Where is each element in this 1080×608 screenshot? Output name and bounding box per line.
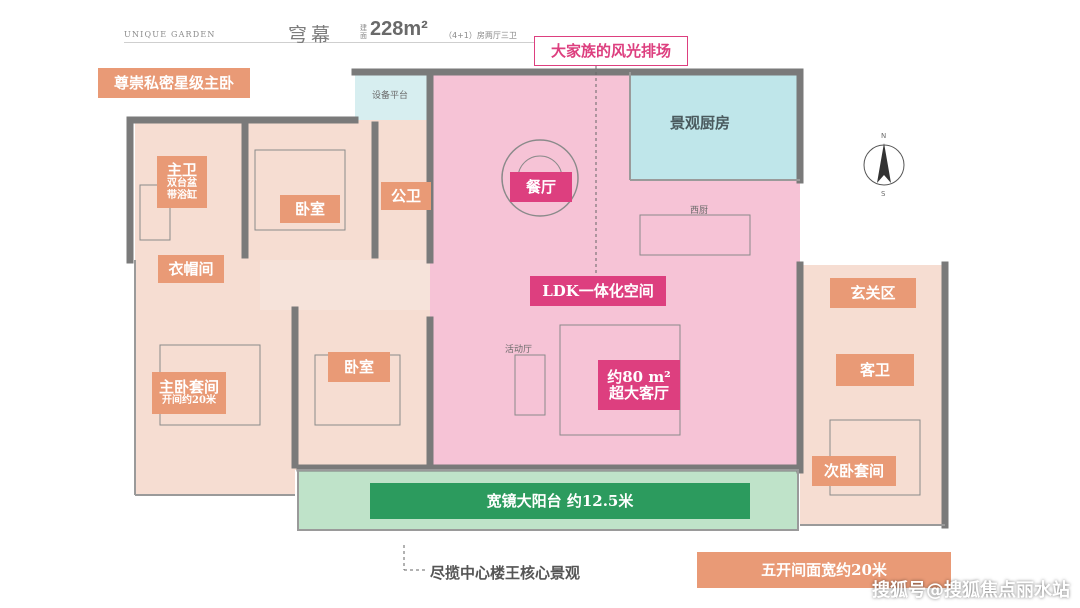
compass-south: S [881,190,886,198]
ldk-tag: LDK一体化空间 [530,276,666,306]
master-bath-sub2: 带浴缸 [167,190,197,201]
wardrobe-tag: 衣帽间 [158,255,224,283]
view-kitchen-tag: 景观厨房 [658,108,742,138]
foyer-tag: 玄关区 [830,278,916,308]
master-suite-tag: 主卧套间 开间约20米 [152,372,226,414]
equipment-platform-label: 设备平台 [372,91,409,101]
area-value: 228m² [370,18,428,40]
master-suite-title: 主卧套间 [158,378,219,396]
plan-title: 穹幕 [288,24,335,46]
public-bath-tag: 公卫 [381,182,431,210]
equipment-area [355,72,430,120]
watermark-text: 搜狐号@搜狐焦点丽水站 [872,580,1070,601]
brand-text: UNIQUE GARDEN [124,30,216,39]
west-kitchen-label: 西厨 [690,206,709,216]
balcony-tag: 宽镜大阳台 约12.5米 [370,483,750,519]
bedroom1-area [245,120,375,260]
bedroom2-area [295,310,435,470]
corridor-area [260,260,435,310]
family-callout: 大家族的风光排场 [534,36,688,66]
living-name: 超大客厅 [608,384,669,402]
master-suite-sub: 开间约20米 [162,395,216,406]
activity-hall-label: 活动厅 [505,345,533,355]
guest-bath-tag: 客卫 [836,354,914,386]
second-suite-tag: 次卧套间 [812,456,896,486]
master-bath-title: 主卫 [166,161,197,179]
master-bath-sub1: 双台盆 [167,178,197,189]
living-size: 约80 m² [607,368,671,386]
landscape-caption: 尽揽中心楼王核心景观 [430,564,581,582]
frontage-tag: 五开间面宽约20米 [697,552,951,588]
bedroom1-tag: 卧室 [280,195,340,223]
master-bath-tag: 主卫 双台盆 带浴缸 [157,156,207,208]
compass-north: N [881,132,887,140]
master-suite-callout: 尊崇私密星级主卧 [98,68,250,98]
area-label: 建面 [360,24,367,40]
header-divider [124,42,594,43]
dining-tag: 餐厅 [510,172,572,202]
west-kitchen-area [630,180,800,272]
living-tag: 约80 m² 超大客厅 [598,360,680,410]
layout-description: （4+1）房两厅三卫 [444,31,517,40]
compass-icon [863,143,905,186]
bedroom2-tag: 卧室 [328,352,390,382]
